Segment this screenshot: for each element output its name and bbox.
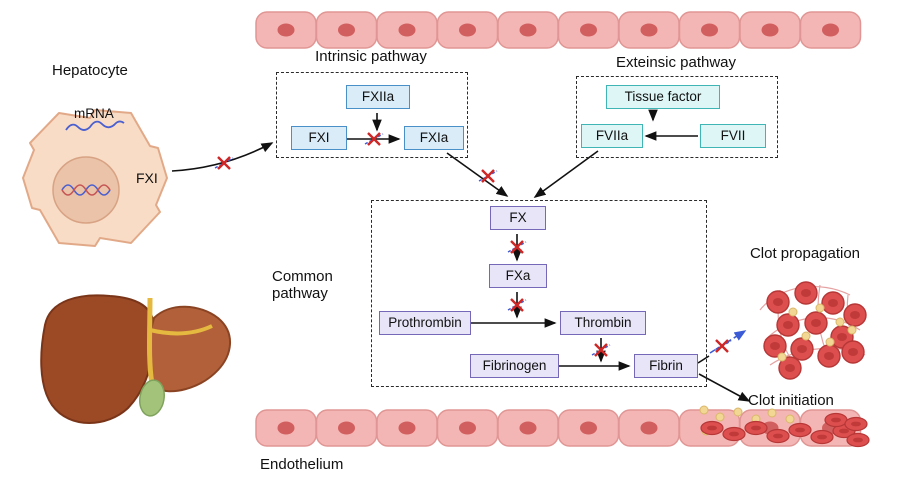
mrna-label: mRNA [74, 106, 114, 121]
node-prothrombin: Prothrombin [379, 311, 471, 335]
clot-initiation-label: Clot initiation [748, 392, 834, 409]
extrinsic-pathway-label: Exteinsic pathway [615, 54, 737, 71]
common-pathway-label: Common pathway [272, 268, 333, 302]
intrinsic-pathway-label: Intrinsic pathway [315, 48, 427, 65]
node-fxiia: FXIIa [346, 85, 410, 109]
node-thrombin: Thrombin [560, 311, 646, 335]
intrinsic-pathway-box [276, 72, 468, 158]
gallbladder-icon [139, 379, 165, 417]
extrinsic-pathway-box [576, 76, 778, 158]
clot-propagation-illustration [759, 281, 867, 380]
node-fx: FX [490, 206, 546, 230]
fxi-gene-label: FXI [136, 170, 158, 186]
top-endothelium [255, 11, 862, 49]
hepatocyte-illustration [22, 109, 168, 247]
mrna-squiggle-icon [65, 120, 125, 131]
node-tissue-factor: Tissue factor [606, 85, 720, 109]
node-fxi: FXI [291, 126, 347, 150]
node-fviia: FVIIa [581, 124, 643, 148]
liver-illustration [40, 294, 232, 424]
node-fvii: FVII [700, 124, 766, 148]
hepatocyte-label: Hepatocyte [52, 62, 128, 79]
endothelium-label: Endothelium [260, 456, 344, 473]
common-pathway-box [371, 200, 707, 387]
node-fibrinogen: Fibrinogen [470, 354, 559, 378]
node-fibrin: Fibrin [634, 354, 698, 378]
node-fxia: FXIa [404, 126, 464, 150]
clot-propagation-label: Clot propagation [749, 245, 861, 262]
dna-icon [61, 184, 111, 196]
node-fxa: FXa [489, 264, 547, 288]
